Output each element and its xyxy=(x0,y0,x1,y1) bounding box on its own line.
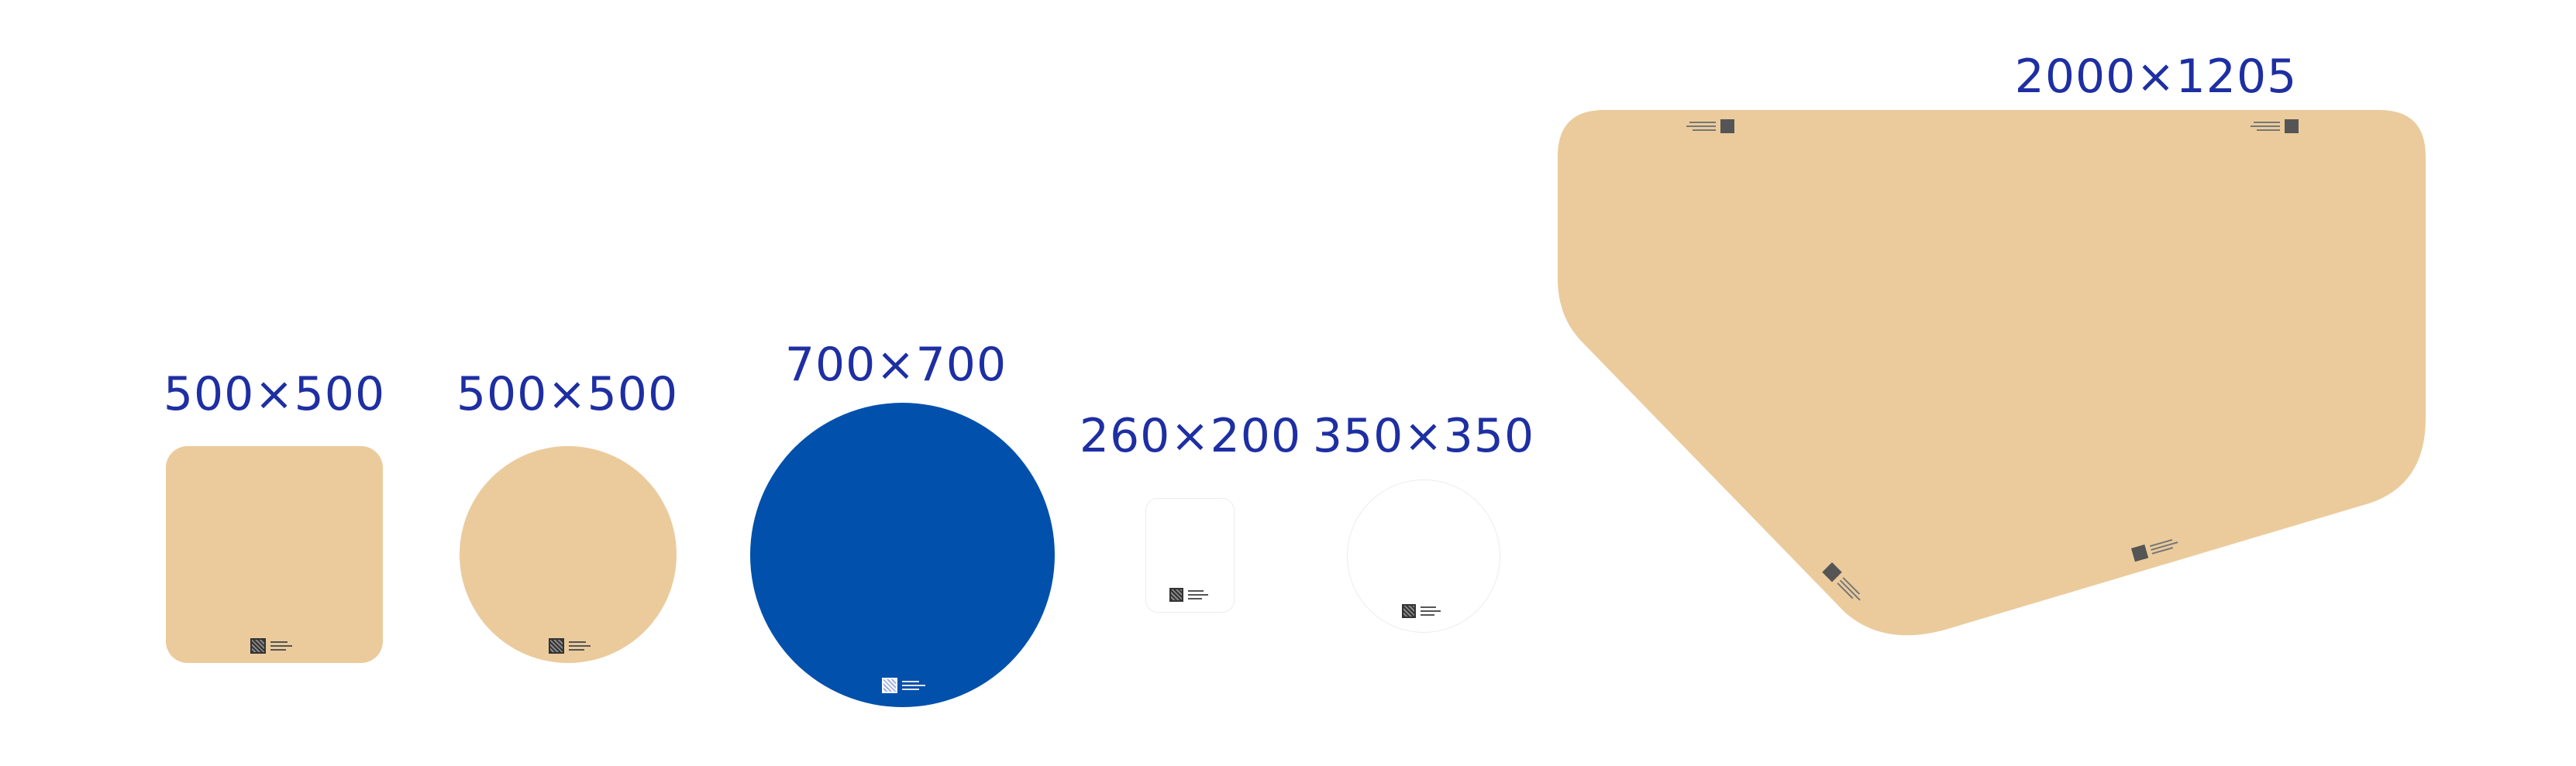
qr-code-icon xyxy=(882,678,897,693)
qr-tag xyxy=(1402,604,1441,618)
qr-tag xyxy=(882,678,925,693)
qr-code-icon xyxy=(549,638,564,654)
size-label-6: 2000×1205 xyxy=(2014,50,2298,104)
white-rounded-rectangle-sample xyxy=(1145,498,1235,613)
rounded-square-sample xyxy=(166,446,383,663)
size-label-2: 500×500 xyxy=(456,367,679,421)
polygon-outline xyxy=(1558,110,2426,636)
qr-tag xyxy=(250,638,292,654)
qr-code-icon xyxy=(250,638,266,654)
size-label-3: 700×700 xyxy=(784,338,1007,392)
qr-tag xyxy=(1169,588,1208,602)
qr-code-icon xyxy=(1169,588,1183,602)
size-label-4: 260×200 xyxy=(1079,409,1302,463)
qr-tag xyxy=(2251,119,2299,133)
qr-tag xyxy=(2131,538,2178,562)
beige-circle-sample xyxy=(460,446,677,663)
blue-circle-sample xyxy=(750,403,1055,707)
white-circle-sample xyxy=(1347,479,1500,633)
qr-tag xyxy=(1686,119,1734,133)
qr-code-icon xyxy=(1402,604,1416,618)
size-label-5: 350×350 xyxy=(1312,409,1535,463)
size-label-1: 500×500 xyxy=(163,367,386,421)
qr-tag xyxy=(549,638,591,654)
